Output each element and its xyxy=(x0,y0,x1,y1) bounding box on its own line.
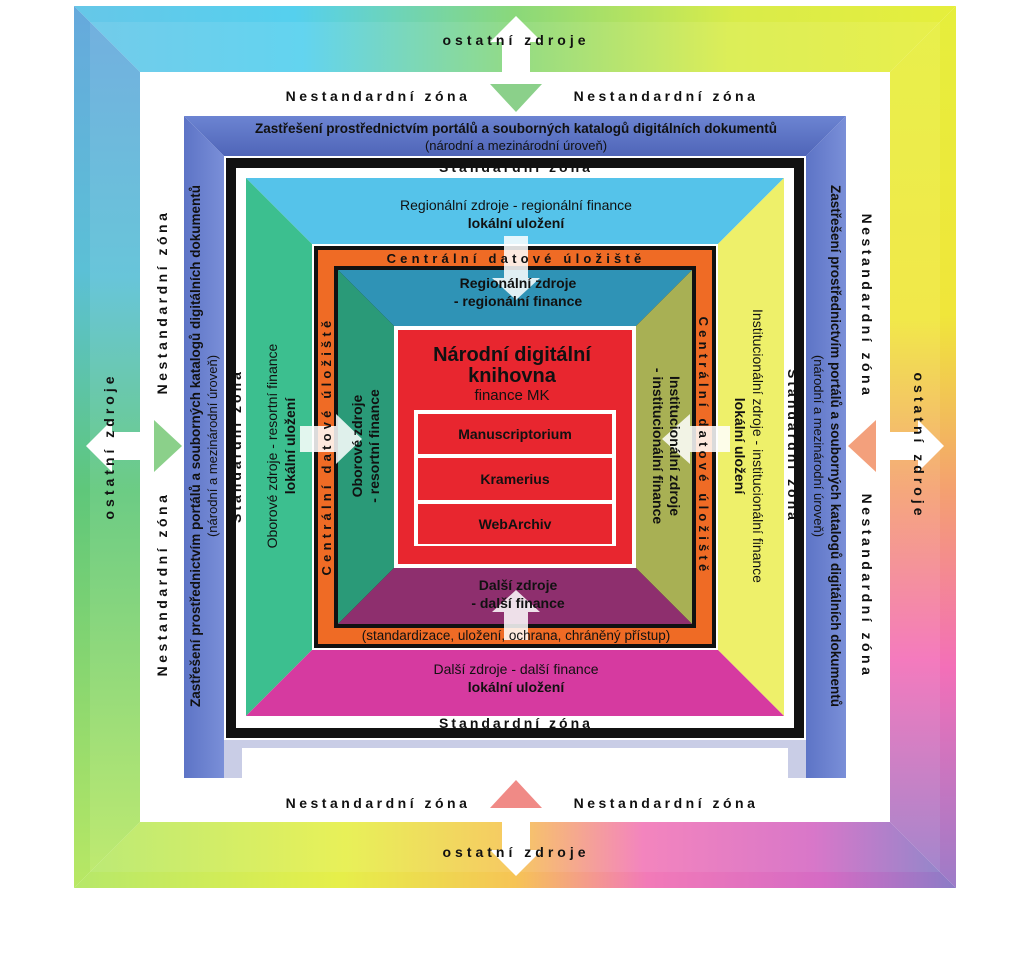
standard-label-left: Standardní zóna xyxy=(228,369,244,523)
core-items xyxy=(414,410,616,546)
core-item-manuscriptorium: Manuscriptorium xyxy=(458,426,572,442)
core-item-webarchiv: WebArchiv xyxy=(479,516,552,532)
nonstandard-label-left-top: Nestandardní zóna xyxy=(154,210,170,395)
inner-trapezoid-left xyxy=(338,270,394,624)
nonstandard-label-top-right: Nestandardní zóna xyxy=(574,88,759,104)
outer-bottom-line1: Další zdroje - další finance xyxy=(434,661,599,677)
central-label-left: Centrální datové úložiště xyxy=(319,317,334,576)
outer-left-line2: lokální uložení xyxy=(282,397,298,495)
nonstandard-label-bottom-left: Nestandardní zóna xyxy=(286,795,471,811)
outer-frame-bottom xyxy=(74,872,956,888)
nonstandard-label-right-bottom: Nestandardní zóna xyxy=(859,494,875,679)
inner-top-line2: - regionální finance xyxy=(454,293,583,309)
inner-bottom-line1: Další zdroje xyxy=(479,577,558,593)
standard-label-bottom: Standardní zóna xyxy=(439,715,593,731)
inner-bottom-line2: - další finance xyxy=(471,595,565,611)
portal-band-top xyxy=(184,116,846,156)
arrow-right-inner xyxy=(662,414,730,464)
outer-frame-left xyxy=(74,6,90,888)
portal-title-right: Zastřešení prostřednictvím portálů a sou… xyxy=(828,185,843,707)
arrow-left-inner xyxy=(300,414,362,464)
outer-bottom-line2: lokální uložení xyxy=(468,679,566,695)
core-title-line2: knihovna xyxy=(468,365,557,387)
outer-label-right: ostatní zdroje xyxy=(911,372,927,519)
standard-label-top: Standardní zóna xyxy=(439,159,593,175)
nonstandard-label-right-top: Nestandardní zóna xyxy=(859,214,875,399)
arrow-top-inner xyxy=(492,236,540,300)
outer-trapezoid-top xyxy=(246,178,784,244)
outer-right-line2: lokální uložení xyxy=(732,398,748,496)
arrow-bottom-inner xyxy=(492,590,540,640)
outer-trapezoid-left xyxy=(246,178,312,716)
central-label-top: Centrální datové úložiště xyxy=(387,251,646,266)
outer-frame-right xyxy=(940,6,956,888)
standard-label-right: Standardní zóna xyxy=(785,369,801,523)
portal-subtitle-left: (národní a mezinárodní úroveň) xyxy=(205,355,220,537)
portal-band-left xyxy=(184,116,224,778)
portal-subtitle-top: (národní a mezinárodní úroveň) xyxy=(425,138,607,153)
outer-top-line1: Regionální zdroje - regionální finance xyxy=(400,197,632,213)
outer-right-line1: Institucionální zdroje - institucionální… xyxy=(750,309,766,583)
core-title-line1: Národní digitální xyxy=(433,344,592,366)
outer-top-line2: lokální uložení xyxy=(468,215,566,231)
core-subtitle: finance MK xyxy=(474,387,549,404)
inner-right-line1: Institucionální zdroje xyxy=(667,376,683,516)
central-footer: (standardizace, uložení, ochrana, chráně… xyxy=(362,628,670,643)
outer-trapezoids xyxy=(246,178,784,716)
outer-label-left: ostatní zdroje xyxy=(101,372,117,519)
inner-top-line1: Regionální zdroje xyxy=(460,275,577,291)
outer-trapezoid-right xyxy=(718,178,784,716)
inner-trapezoid-right xyxy=(636,270,692,624)
arrows xyxy=(86,16,944,876)
inner-left-line1: Oborové zdroje xyxy=(349,394,365,497)
inner-right-line2: - institucionální finance xyxy=(650,368,666,525)
core-item-kramerius: Kramerius xyxy=(480,471,549,487)
portal-title-left: Zastřešení prostřednictvím portálů a sou… xyxy=(188,185,203,707)
portal-title-top: Zastřešení prostřednictvím portálů a sou… xyxy=(255,121,777,136)
portal-subtitle-right: (národní a mezinárodní úroveň) xyxy=(811,355,826,537)
nonstandard-label-bottom-right: Nestandardní zóna xyxy=(574,795,759,811)
central-label-right: Centrální datové úložiště xyxy=(696,317,711,576)
outer-label-top: ostatní zdroje xyxy=(442,32,589,48)
outer-frame-top xyxy=(74,6,956,22)
nonstandard-label-top-left: Nestandardní zóna xyxy=(286,88,471,104)
inner-left-line2: - resortní finance xyxy=(366,389,382,503)
portal-band-right xyxy=(806,116,846,778)
outer-trapezoid-bottom xyxy=(246,650,784,716)
nonstandard-label-left-bottom: Nestandardní zóna xyxy=(154,492,170,677)
outer-label-bottom: ostatní zdroje xyxy=(442,844,589,860)
outer-left-line1: Oborové zdroje - resortní finance xyxy=(264,343,280,548)
